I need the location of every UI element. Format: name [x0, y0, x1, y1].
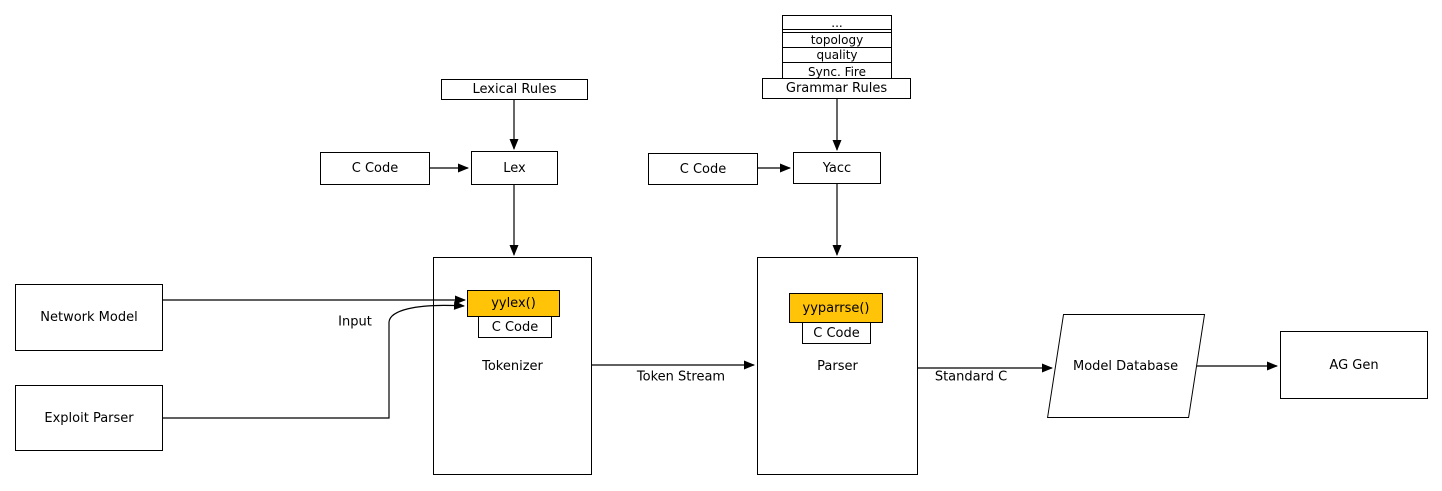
edge-exploit-to-yylex	[163, 300, 465, 419]
edge-label-token-stream: Token Stream	[636, 369, 726, 385]
node-lexical-rules: Lexical Rules	[441, 79, 588, 100]
node-ag-gen: AG Gen	[1280, 331, 1428, 399]
grammar-rules-stack: ... topology quality Sync. Fire	[782, 15, 892, 79]
node-grammar-rules: Grammar Rules	[762, 78, 911, 99]
node-c-code-yacc-label: C Code	[679, 161, 727, 177]
node-yacc-label: Yacc	[822, 160, 852, 176]
stack-row-topology: topology	[783, 32, 891, 47]
node-network-model: Network Model	[15, 284, 163, 351]
node-yylex-label: yylex()	[491, 296, 536, 311]
node-yylex-c-code: C Code	[478, 316, 552, 338]
node-lex-label: Lex	[503, 160, 526, 176]
node-c-code-lex-label: C Code	[351, 161, 399, 176]
node-yylex: yylex()	[467, 290, 560, 317]
node-yyparse-c-code-label: C Code	[813, 325, 860, 341]
node-yyparse-label: yyparrse()	[802, 300, 870, 316]
node-parser: Parser	[757, 257, 918, 475]
stack-row-sync-fire: Sync. Fire	[783, 62, 891, 80]
node-model-database: Model Database	[1047, 314, 1206, 418]
edge-label-standard-c: Standard C	[934, 369, 1008, 385]
node-yyparse-c-code: C Code	[802, 322, 871, 344]
node-parser-label: Parser	[817, 359, 858, 374]
node-network-model-label: Network Model	[40, 310, 138, 325]
edge-label-input: Input	[338, 314, 372, 330]
node-tokenizer-label: Tokenizer	[482, 359, 543, 374]
node-yyparse: yyparrse()	[789, 293, 883, 323]
stack-row-ellipsis: ...	[783, 16, 891, 30]
node-ag-gen-label: AG Gen	[1329, 357, 1379, 373]
node-yacc: Yacc	[793, 152, 881, 184]
node-c-code-lex: C Code	[320, 152, 430, 185]
node-exploit-parser: Exploit Parser	[15, 385, 163, 451]
node-grammar-rules-label: Grammar Rules	[785, 81, 888, 96]
node-c-code-yacc: C Code	[648, 153, 758, 185]
node-exploit-parser-label: Exploit Parser	[44, 410, 134, 426]
node-model-database-label: Model Database	[1073, 358, 1179, 374]
stack-row-quality: quality	[783, 47, 891, 62]
node-lexical-rules-label: Lexical Rules	[472, 82, 557, 97]
node-yylex-c-code-label: C Code	[491, 319, 539, 335]
node-lex: Lex	[471, 151, 558, 185]
